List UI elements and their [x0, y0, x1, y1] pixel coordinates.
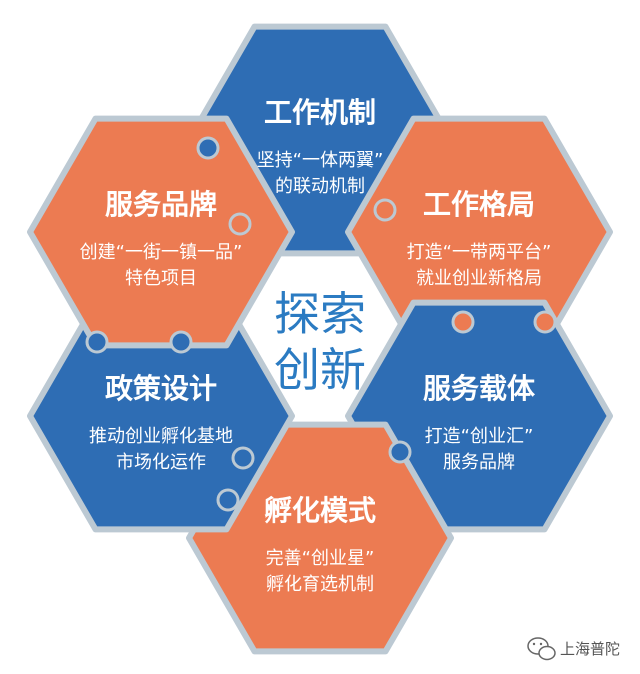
center-line-2: 创新: [274, 343, 366, 397]
connector-knob: [388, 440, 412, 464]
hexagon-line-1: 创建“一街一镇一品”: [80, 242, 243, 263]
connector-knob: [451, 310, 475, 334]
hexagon-title: 服务载体: [423, 372, 536, 405]
hexagon-line-2: 的联动机制: [275, 176, 365, 197]
hexagon-shape: [27, 115, 295, 349]
center-line-1: 探索: [274, 287, 366, 341]
connector-knob: [85, 330, 109, 354]
connector-knob: [228, 212, 252, 236]
hexagon-line-1: 推动创业孵化基地: [89, 426, 233, 447]
watermark-text: 上海普陀: [560, 640, 620, 658]
hexagon-line-2: 特色项目: [125, 268, 197, 289]
hexagon-line-2: 服务品牌: [443, 452, 515, 473]
hexagon-line-1: 完善“创业星”: [266, 548, 375, 569]
connector-knob: [169, 330, 193, 354]
hexagon-line-1: 打造“一带两平台”: [407, 242, 552, 263]
hexagon-line-2: 就业创业新格局: [416, 268, 542, 289]
center-label: 探索 创新: [274, 287, 366, 397]
connector-knob: [216, 488, 240, 512]
connector-knob: [373, 198, 397, 222]
wechat-icon: [527, 637, 556, 661]
watermark: 上海普陀: [527, 637, 620, 661]
hexagon-title: 工作机制: [264, 96, 376, 129]
hexagon-line-2: 市场化运作: [116, 452, 206, 473]
connector-knob: [533, 310, 557, 334]
hexagon-line-1: 打造“创业汇”: [425, 426, 534, 447]
hexagon-title: 孵化模式: [264, 494, 376, 527]
hexagon-title: 政策设计: [105, 372, 217, 405]
connector-knob: [196, 136, 220, 160]
hexagon-title: 工作格局: [423, 188, 535, 221]
hexagon-line-1: 坚持“一体两翼”: [257, 150, 384, 171]
hexagon-title: 服务品牌: [105, 188, 217, 221]
hexagon-line-2: 孵化育选机制: [266, 574, 374, 595]
connector-knob: [231, 446, 255, 470]
